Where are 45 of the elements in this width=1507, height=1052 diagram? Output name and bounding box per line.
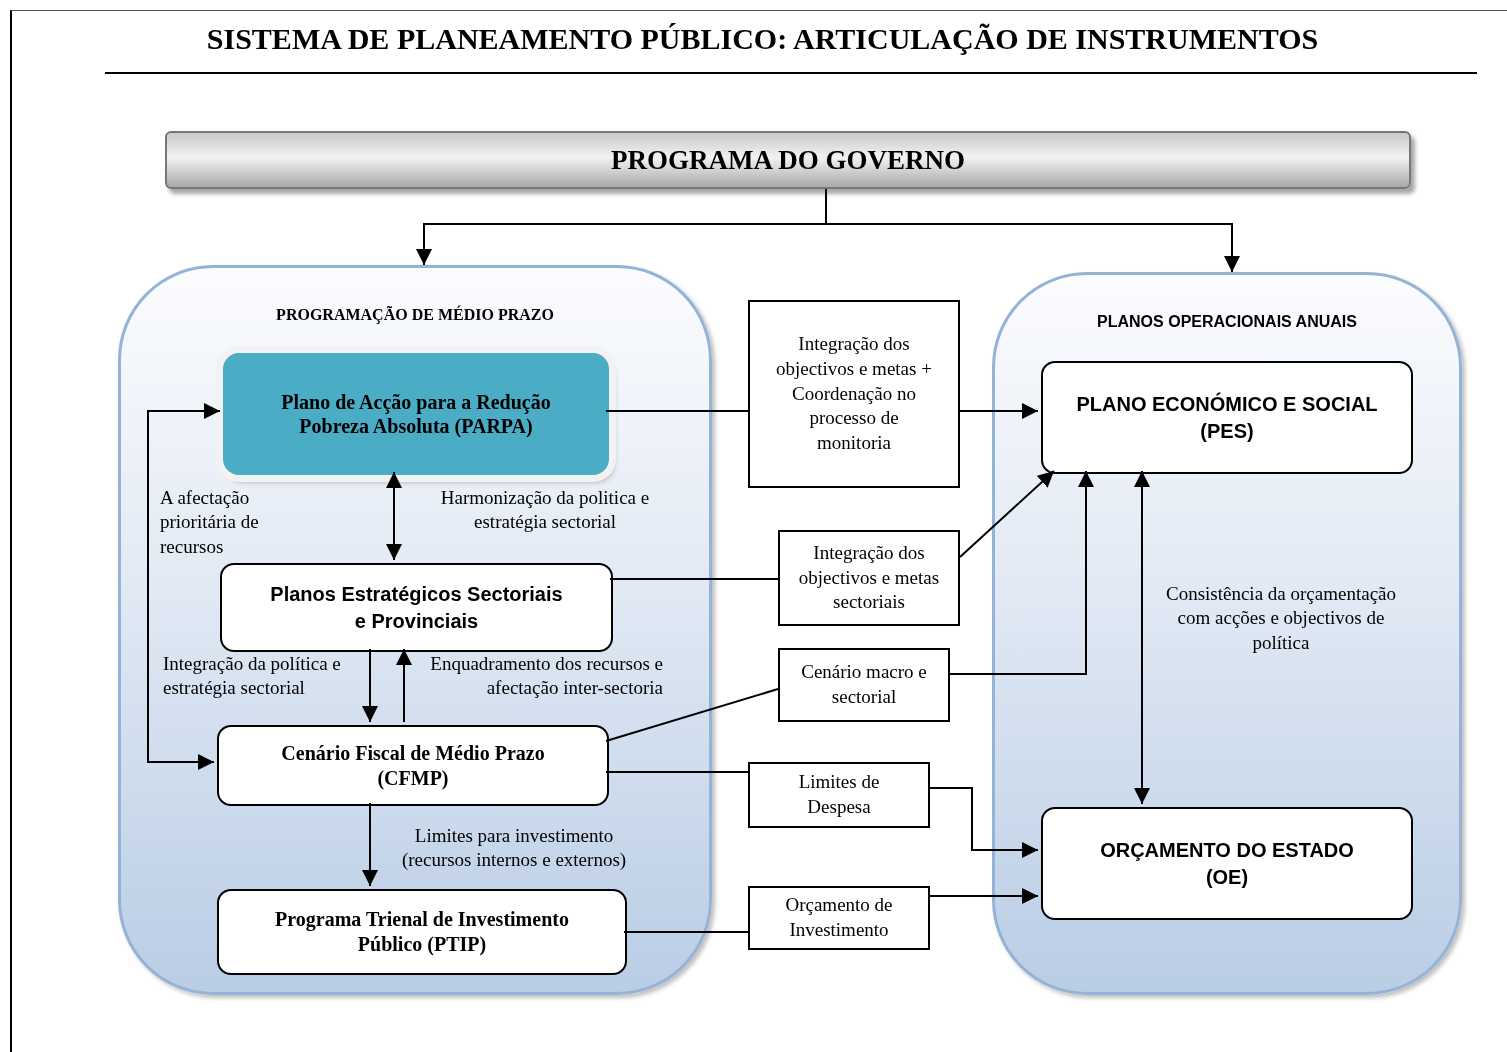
arrow bbox=[362, 802, 378, 887]
box-label: Limites de Despesa bbox=[797, 770, 881, 819]
text-box bbox=[748, 762, 930, 828]
box-label: Cenário macro e sectorial bbox=[800, 660, 928, 709]
box-label: ORÇAMENTO DO ESTADO (OE) bbox=[1099, 837, 1355, 890]
group-panel bbox=[118, 265, 712, 995]
process-box bbox=[220, 563, 613, 652]
text-box bbox=[748, 886, 930, 950]
process-box bbox=[217, 725, 609, 806]
edge-label: Enquadramento dos recursos e afectação inter-sectoria bbox=[429, 652, 663, 701]
box-label: Orçamento de Investimento bbox=[784, 893, 894, 942]
panel-heading: PLANOS OPERACIONAIS ANUAIS bbox=[1096, 313, 1358, 331]
arrow bbox=[929, 787, 1039, 858]
process-box bbox=[1041, 361, 1413, 474]
arrow bbox=[959, 403, 1039, 419]
title-banner bbox=[165, 131, 1411, 189]
arrow bbox=[362, 648, 378, 723]
edge-label: Integração da política e estratégia sectorial bbox=[163, 652, 342, 701]
box-label: PLANO ECONÓMICO E SOCIAL (PES) bbox=[1075, 391, 1379, 444]
edge-label: Limites para investimento (recursos internos e externos) bbox=[400, 824, 628, 873]
box-label: Planos Estratégicos Sectoriais e Provinciais bbox=[269, 581, 564, 634]
box-label: Programa Trienal de Investimento Público (PTIP) bbox=[274, 907, 570, 957]
box-label: Integração dos objectivos e metas sectoriais bbox=[798, 540, 940, 615]
text-box bbox=[778, 530, 960, 626]
arrow bbox=[929, 888, 1039, 904]
arrow bbox=[1134, 470, 1150, 805]
group-panel bbox=[992, 272, 1462, 995]
edge-label: A afectação prioritária de recursos bbox=[160, 486, 260, 559]
text-box bbox=[748, 300, 960, 488]
edge-label: Harmonização da politica e estratégia sectorial bbox=[440, 486, 650, 535]
process-box bbox=[217, 889, 627, 975]
box-label: Cenário Fiscal de Médio Prazo (CFMP) bbox=[280, 740, 546, 791]
panel-heading: PROGRAMAÇÃO DE MÉDIO PRAZO bbox=[275, 306, 555, 324]
text-box bbox=[778, 648, 950, 722]
edge-label: Consistência da orçamentação com acções e objectivos de política bbox=[1165, 582, 1397, 655]
diagram-title: SISTEMA DE PLANEAMENTO PÚBLICO: ARTICULAÇÃO DE INSTRUMENTOS bbox=[205, 22, 1320, 56]
process-box bbox=[1041, 807, 1413, 920]
arrow bbox=[959, 470, 1055, 558]
box-label: Integração dos objectivos e metas + Coordenação no processo de monitoria bbox=[775, 332, 933, 456]
arrow bbox=[386, 471, 402, 561]
box-label: PROGRAMA DO GOVERNO bbox=[611, 144, 965, 176]
box-label: Plano de Acção para a Redução Pobreza Absoluta (PARPA) bbox=[280, 390, 552, 438]
arrow bbox=[396, 648, 412, 723]
arrow bbox=[147, 403, 221, 770]
arrow bbox=[949, 470, 1094, 675]
